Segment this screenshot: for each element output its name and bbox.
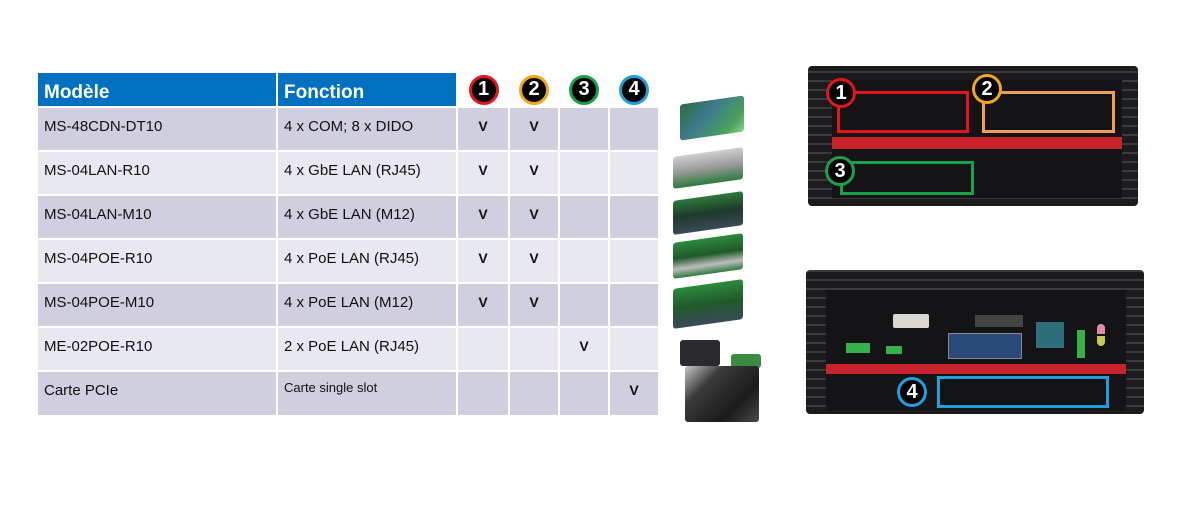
module-photo-poe-board: [731, 354, 761, 368]
header-slot-1: 1: [457, 73, 509, 107]
com-ports: [1036, 322, 1064, 348]
slot-3-badge: 3: [569, 74, 599, 105]
module-photo-poe-m12: [673, 279, 743, 329]
front-zone-3: [840, 161, 974, 195]
slot-1-cell: [457, 370, 510, 415]
slot-2-cell: [509, 326, 560, 371]
slot-3-cell: [559, 106, 610, 151]
fan-terminal: [886, 346, 902, 354]
slot-1-cell: V: [457, 194, 510, 239]
table-header: Modèle Fonction 1 2 3 4: [38, 73, 659, 107]
model-cell: MS-04POE-M10: [38, 282, 278, 327]
slot-2-cell: [509, 370, 560, 415]
front-zone-1: [837, 91, 969, 133]
slot-2-badge: 2: [519, 74, 549, 105]
slot-1-cell: V: [457, 150, 510, 195]
usb-ports: [948, 333, 1022, 359]
slot-1-cell: [457, 326, 510, 371]
slot-2-cell: V: [509, 282, 560, 327]
header-slot-2: 2: [509, 73, 559, 107]
function-cell: 2 x PoE LAN (RJ45): [277, 326, 458, 371]
slot-1-cell: V: [457, 282, 510, 327]
header-model: Modèle: [38, 73, 278, 107]
function-cell: 4 x PoE LAN (M12): [277, 282, 458, 327]
slot-3-cell: [559, 150, 610, 195]
model-cell: MS-04LAN-M10: [38, 194, 278, 239]
front-zone-2: [982, 91, 1115, 133]
slot-1-cell: V: [457, 238, 510, 283]
module-photo-poe-rj45: [673, 233, 743, 279]
slot-4-cell: [609, 282, 660, 327]
slot-2-cell: V: [509, 194, 560, 239]
slot-2-cell: V: [509, 150, 560, 195]
model-cell: MS-04POE-R10: [38, 238, 278, 283]
slot-4-cell: V: [609, 370, 660, 415]
rear-zone-4: [937, 376, 1109, 408]
slot-4-cell: [609, 326, 660, 371]
header-slot-3: 3: [559, 73, 609, 107]
function-cell: 4 x GbE LAN (RJ45): [277, 150, 458, 195]
header-function: Fonction: [277, 73, 458, 107]
function-cell: 4 x GbE LAN (M12): [277, 194, 458, 239]
lan-ports: [975, 315, 1023, 327]
slot-1-cell: V: [457, 106, 510, 151]
module-photo-lan-m12: [673, 191, 743, 235]
model-cell: MS-48CDN-DT10: [38, 106, 278, 151]
power-terminal: [846, 343, 870, 353]
slot-4-cell: [609, 238, 660, 283]
rear-zone-4-badge: 4: [897, 377, 927, 407]
function-cell: 4 x PoE LAN (RJ45): [277, 238, 458, 283]
module-photo-poe-bracket: [680, 340, 720, 366]
function-cell: 4 x COM; 8 x DIDO: [277, 106, 458, 151]
slot-2-cell: V: [509, 238, 560, 283]
front-zone-3-badge: 3: [825, 156, 855, 186]
module-photo-com-dido: [680, 95, 744, 141]
model-cell: ME-02POE-R10: [38, 326, 278, 371]
front-zone-2-badge: 2: [972, 74, 1002, 104]
slot-3-cell: [559, 238, 610, 283]
module-photo-pcie-card: [685, 366, 759, 422]
dvi-port: [893, 314, 929, 328]
slot-3-cell: V: [559, 326, 610, 371]
slot-2-cell: V: [509, 106, 560, 151]
slot-3-cell: [559, 282, 610, 327]
rear-red-strip: [826, 364, 1126, 374]
slot-4-cell: [609, 194, 660, 239]
function-cell: Carte single slot: [277, 370, 458, 415]
slot-4-cell: [609, 150, 660, 195]
slot-3-cell: [559, 370, 610, 415]
front-zone-1-badge: 1: [826, 78, 856, 108]
module-photo-lan-rj45: [673, 147, 743, 189]
dio-terminal: [1077, 330, 1085, 358]
audio-ports: [1097, 324, 1105, 346]
model-cell: Carte PCIe: [38, 370, 278, 415]
front-red-strip: [832, 137, 1122, 149]
header-slot-4: 4: [609, 73, 659, 107]
slot-3-cell: [559, 194, 610, 239]
model-cell: MS-04LAN-R10: [38, 150, 278, 195]
slot-4-cell: [609, 106, 660, 151]
slot-4-badge: 4: [619, 74, 649, 105]
slot-1-badge: 1: [468, 74, 499, 105]
